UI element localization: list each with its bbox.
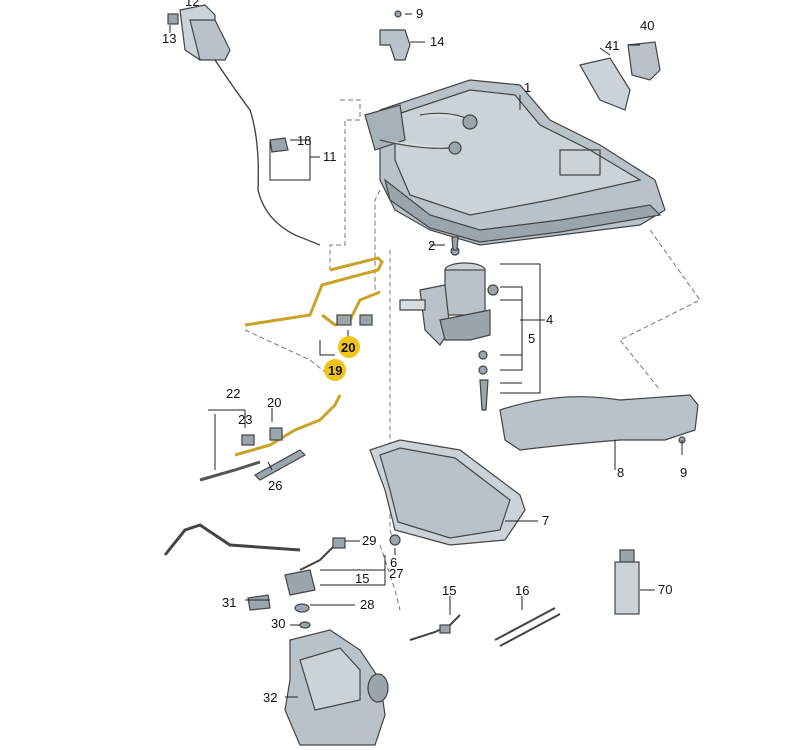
callout-16: 16 <box>515 583 529 598</box>
callout-5: 5 <box>528 331 535 346</box>
callout-14: 14 <box>430 34 444 49</box>
callout-8: 8 <box>617 465 624 480</box>
fuel-pump <box>399 236 499 411</box>
callout-15-right: 15 <box>442 583 456 598</box>
callout-22: 22 <box>226 386 240 401</box>
highlight-circle-19 <box>324 359 346 381</box>
connector-icon <box>336 314 352 326</box>
clips-40-41 <box>579 41 661 111</box>
callout-1: 1 <box>524 80 531 95</box>
callout-32: 32 <box>263 690 277 705</box>
small-parts-15-16 <box>409 607 561 647</box>
callout-labels: 1 2 4 5 6 7 8 9 9 11 12 13 14 15 15 16 1… <box>162 0 687 705</box>
callout-23: 23 <box>238 412 252 427</box>
callout-20-highlighted: 20 <box>341 340 355 355</box>
callout-4: 4 <box>546 312 553 327</box>
bracket-14 <box>379 10 411 61</box>
callout-27: 27 <box>389 566 403 581</box>
callout-31: 31 <box>222 595 236 610</box>
callout-9-top: 9 <box>416 6 423 21</box>
callout-9-bottom: 9 <box>680 465 687 480</box>
callout-41: 41 <box>605 38 619 53</box>
clip-icon <box>269 137 289 153</box>
callout-7: 7 <box>542 513 549 528</box>
heat-shield <box>499 394 699 451</box>
callout-19: 19 <box>328 363 342 378</box>
fuel-tank <box>364 79 666 246</box>
callout-15-left: 15 <box>355 571 369 586</box>
highlight-circle-20 <box>338 336 360 358</box>
fuel-lines-19-20 <box>244 256 384 327</box>
callout-6: 6 <box>390 555 397 570</box>
highlight-markers <box>324 336 360 381</box>
callout-12: 12 <box>185 0 199 9</box>
filler-neck <box>167 4 321 246</box>
leader-lines <box>169 13 683 698</box>
callout-18: 18 <box>297 133 311 148</box>
bottle <box>614 549 640 615</box>
cap-icon <box>167 13 179 25</box>
sensor-group-27-31 <box>163 523 401 629</box>
callout-11: 11 <box>323 149 337 164</box>
connector-icon <box>359 314 373 326</box>
callout-2: 2 <box>428 238 435 253</box>
callout-29: 29 <box>362 533 376 548</box>
callout-28: 28 <box>360 597 374 612</box>
callout-13: 13 <box>162 31 176 46</box>
callout-26: 26 <box>268 478 282 493</box>
guard-plate <box>369 439 526 546</box>
callout-40: 40 <box>640 18 654 33</box>
callout-30: 30 <box>271 616 285 631</box>
callout-20: 20 <box>267 395 281 410</box>
callout-70: 70 <box>658 582 672 597</box>
housing-32 <box>284 629 389 746</box>
fuel-lines-22-23-26 <box>199 394 342 482</box>
